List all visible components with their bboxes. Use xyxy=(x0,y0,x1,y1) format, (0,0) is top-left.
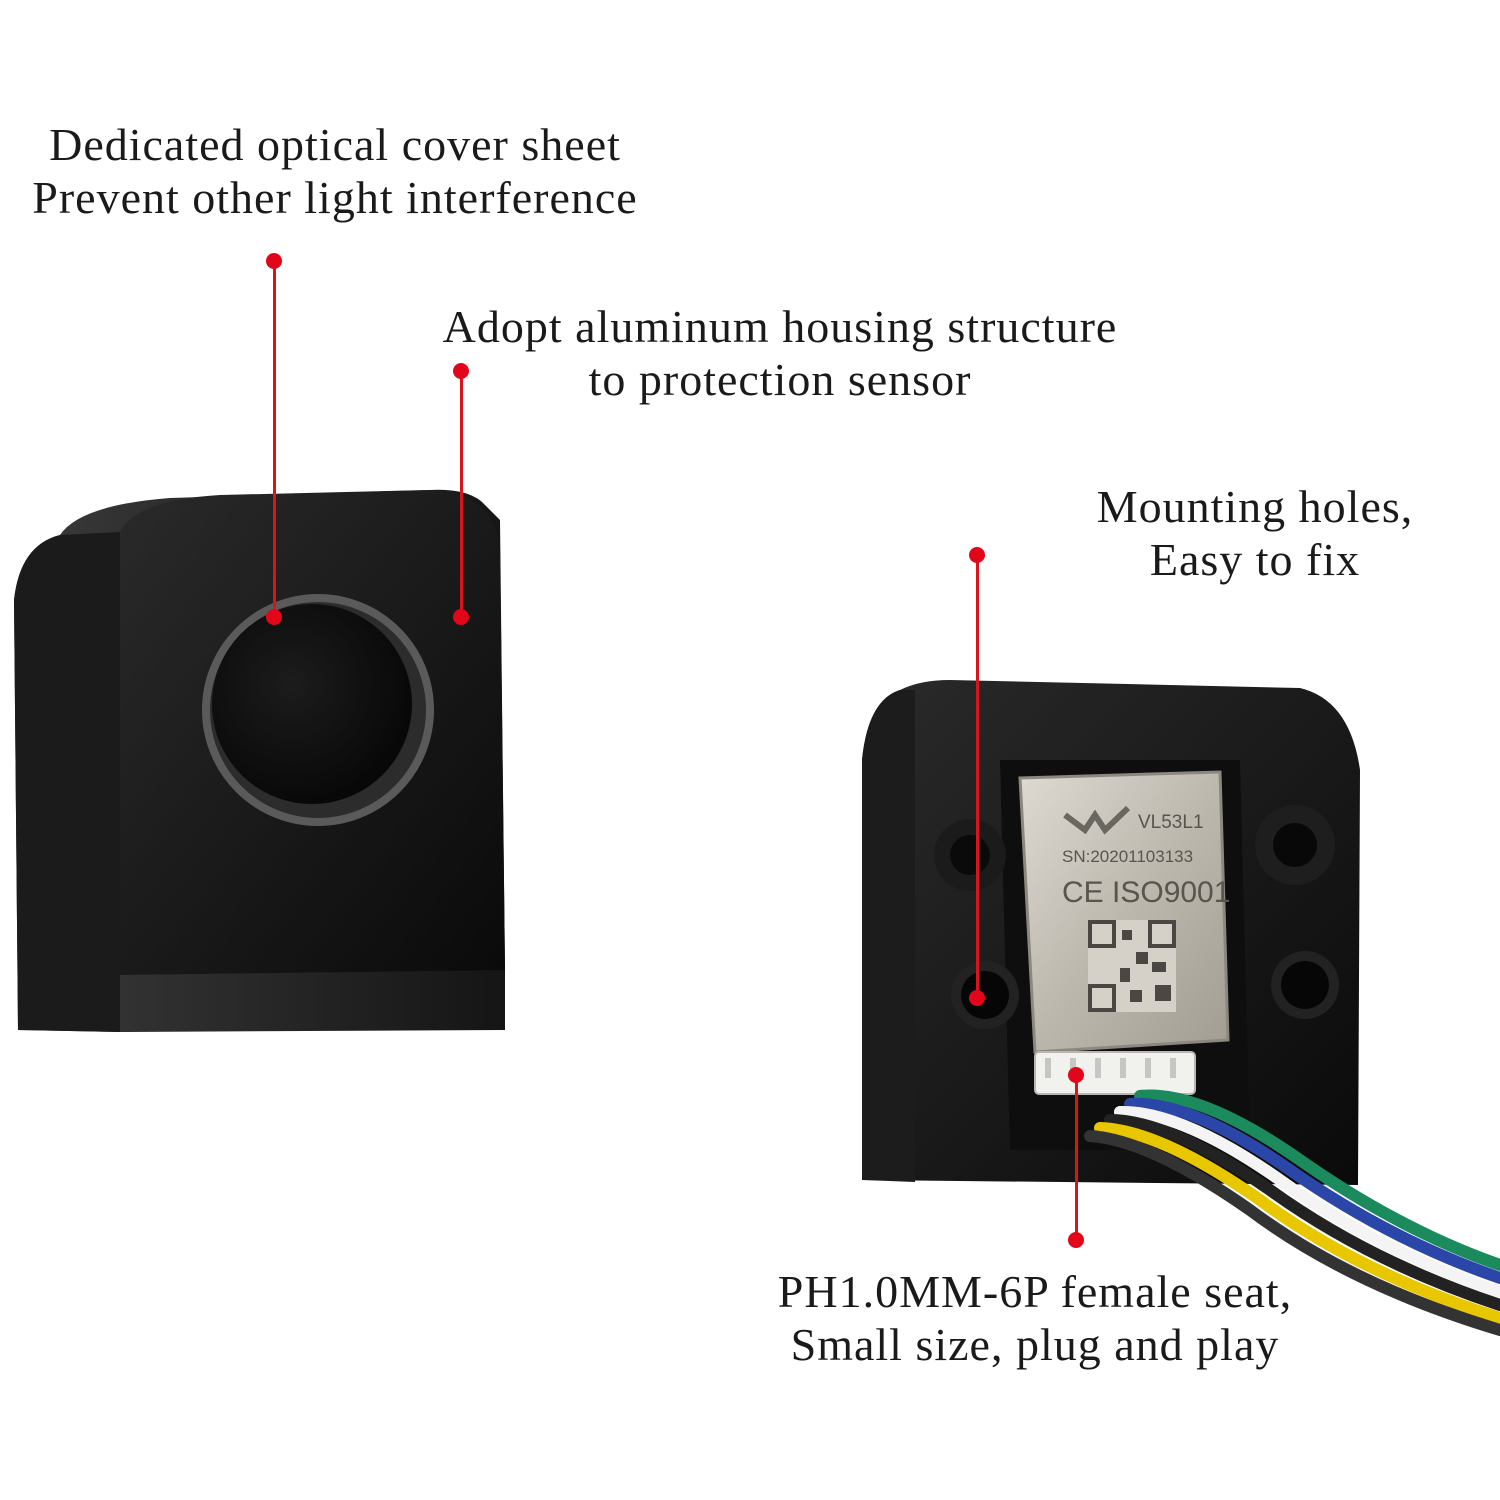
housing-top-dot xyxy=(453,363,469,379)
mounting-hole-icon xyxy=(1271,951,1339,1019)
connector-caption-line1: PH1.0MM-6P female seat, xyxy=(777,1266,1293,1317)
connector-caption: PH1.0MM-6P female seat, Small size, plug… xyxy=(730,1265,1340,1371)
left-housing xyxy=(14,489,505,1033)
cable-bundle-icon xyxy=(1084,1089,1500,1336)
connector-leader-line xyxy=(1075,1076,1078,1240)
connector-top-dot xyxy=(1068,1067,1084,1083)
module-cert-label: CE ISO9001 xyxy=(1062,876,1230,909)
mounting-holes-caption: Mounting holes, Easy to fix xyxy=(1060,480,1450,586)
optical-cover-caption: Dedicated optical cover sheet Prevent ot… xyxy=(0,118,670,224)
cover-leader-line xyxy=(273,262,276,616)
housing-caption: Adopt aluminum housing structure to prot… xyxy=(385,300,1175,406)
mounting-holes-caption-line2: Easy to fix xyxy=(1149,534,1361,585)
optical-cover-caption-line2: Prevent other light interference xyxy=(32,172,638,223)
cover-bottom-dot xyxy=(266,609,282,625)
optical-cover-icon xyxy=(202,594,434,826)
holes-top-dot xyxy=(969,547,985,563)
connector-caption-line2: Small size, plug and play xyxy=(790,1319,1280,1370)
mounting-hole-icon xyxy=(951,961,1019,1029)
holes-leader-line xyxy=(976,556,979,998)
optical-cover-caption-line1: Dedicated optical cover sheet xyxy=(49,119,621,170)
module-model-label: VL53L1 xyxy=(1138,812,1204,833)
holes-bottom-dot xyxy=(969,990,985,1006)
connector-bottom-dot xyxy=(1068,1232,1084,1248)
mounting-holes-caption-line1: Mounting holes, xyxy=(1096,481,1414,532)
screw-icon xyxy=(934,819,1006,891)
housing-caption-line2: to protection sensor xyxy=(588,354,972,405)
housing-caption-line1: Adopt aluminum housing structure xyxy=(442,301,1118,352)
right-housing: VL53L1 SN:20201103133 CE ISO9001 xyxy=(862,680,1500,1336)
brand-logo-icon xyxy=(1063,805,1131,835)
cover-top-dot xyxy=(266,253,282,269)
housing-bottom-dot xyxy=(453,609,469,625)
module-serial-label: SN:20201103133 xyxy=(1062,847,1193,866)
sensor-module: VL53L1 SN:20201103133 CE ISO9001 xyxy=(1018,770,1230,1054)
screw-icon xyxy=(1255,805,1335,885)
connector-icon xyxy=(1034,1051,1196,1095)
qr-code-icon xyxy=(1088,920,1176,1012)
housing-leader-line xyxy=(460,372,463,616)
